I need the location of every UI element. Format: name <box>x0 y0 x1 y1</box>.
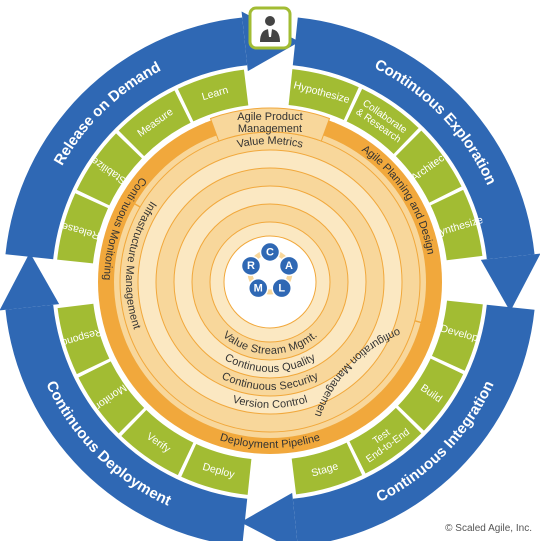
integration-segment-2 <box>398 358 464 431</box>
integration-segment-3 <box>349 407 422 474</box>
integration-segment-1 <box>431 300 483 371</box>
calms-center: CAL MR <box>240 241 300 299</box>
agile-pm-label: Management <box>238 123 302 135</box>
version-control-label: Version Control <box>231 393 309 410</box>
deployment-segment-2 <box>121 410 194 476</box>
person-icon-frame <box>248 6 292 50</box>
calms-node-r <box>240 255 262 277</box>
integration-segment-4 <box>291 442 363 495</box>
person-head <box>265 16 275 26</box>
tool-divider <box>120 195 141 208</box>
exploration-arc <box>292 17 535 260</box>
exploration-segment-2 <box>346 88 419 154</box>
release-segment-4 <box>177 69 249 122</box>
exploration-segment-4 <box>430 189 483 261</box>
calms-letter-l: L <box>278 283 285 295</box>
copyright-text: © Scaled Agile, Inc. <box>445 523 532 534</box>
calms-node-c <box>259 241 281 263</box>
deployment-segment-1 <box>181 443 252 495</box>
exploration-segment-1 <box>288 69 359 121</box>
person-tie <box>268 29 272 37</box>
integration-arc <box>292 304 535 541</box>
deployment-arc-arrowhead <box>0 252 60 311</box>
tool-divider <box>204 122 213 138</box>
deployment-arc <box>5 304 248 541</box>
exploration-segment-3 <box>395 130 462 203</box>
release-segment-2 <box>76 133 142 206</box>
person-icon <box>260 16 280 42</box>
top-icon-group <box>248 6 292 50</box>
exploration-arc-arrowhead <box>480 253 540 312</box>
calms-node-a <box>278 255 300 277</box>
value-metrics-label: Value Metrics <box>236 135 304 151</box>
agile-pm-label: Agile Product <box>237 111 302 123</box>
tool-divider <box>327 122 336 138</box>
deployment-segment-4 <box>57 303 110 375</box>
deployment-segment-3 <box>78 361 145 434</box>
tool-divider <box>414 320 437 328</box>
calms-letter-c: C <box>266 246 274 258</box>
calms-node-l <box>271 277 293 299</box>
release-segment-3 <box>118 90 191 157</box>
release-arc <box>5 17 248 260</box>
calms-letter-a: A <box>285 260 293 272</box>
integration-arc-arrowhead <box>240 492 298 541</box>
release-segment-1 <box>57 193 109 264</box>
calms-letter-m: M <box>254 283 263 295</box>
agile-pm-tab <box>209 107 331 142</box>
calms-letter-r: R <box>247 260 255 272</box>
calms-node-m <box>247 277 269 299</box>
